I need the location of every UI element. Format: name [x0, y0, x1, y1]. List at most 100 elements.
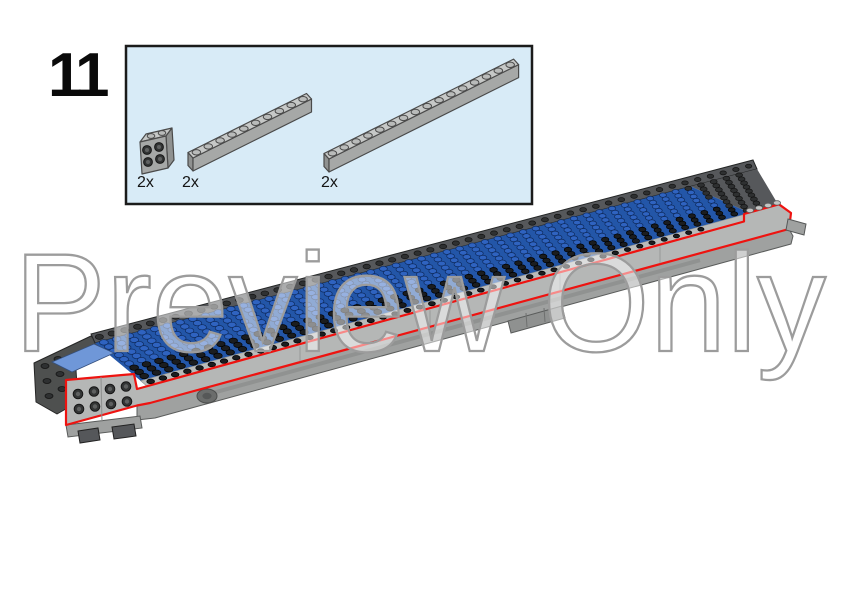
stud	[681, 224, 689, 230]
stud	[747, 192, 756, 198]
stud	[415, 304, 424, 310]
deck	[51, 169, 783, 388]
stud	[233, 341, 243, 348]
stud	[455, 281, 465, 287]
stud	[219, 329, 229, 336]
stud	[311, 325, 321, 332]
stud	[177, 335, 187, 342]
stud	[375, 260, 384, 266]
side-stud-center	[146, 160, 150, 164]
stud	[386, 274, 396, 280]
hull-pin-hole	[202, 392, 212, 400]
stud	[735, 196, 743, 201]
stud	[553, 213, 562, 219]
side-stud-center	[157, 145, 161, 149]
stud	[481, 73, 492, 80]
stud	[265, 311, 275, 318]
stud	[446, 91, 456, 98]
stud	[107, 330, 117, 337]
stud	[402, 290, 412, 297]
side-stud-center	[123, 384, 129, 389]
stud	[440, 297, 448, 303]
stud	[211, 336, 221, 343]
stud	[611, 250, 619, 256]
stud	[489, 284, 497, 290]
side-stud-center	[145, 148, 149, 152]
stud	[712, 183, 721, 189]
stud	[129, 336, 139, 343]
stud	[162, 322, 173, 329]
stud	[150, 326, 160, 333]
stud	[369, 289, 379, 295]
stud	[176, 362, 186, 369]
stud	[239, 302, 249, 309]
stud	[457, 265, 466, 272]
stud	[277, 292, 287, 299]
stud	[144, 349, 154, 356]
stud	[459, 250, 468, 256]
stud	[375, 126, 385, 133]
stud	[278, 324, 288, 331]
stud	[725, 179, 733, 185]
stud	[705, 218, 714, 224]
stud	[477, 270, 486, 277]
stud	[134, 341, 144, 348]
stud	[365, 300, 375, 307]
stud	[269, 315, 279, 322]
stud	[631, 238, 640, 244]
stud	[260, 290, 270, 297]
stud	[439, 243, 448, 250]
stud	[332, 314, 342, 321]
stud	[286, 316, 296, 323]
stud	[142, 333, 152, 340]
stud	[715, 210, 724, 216]
watermark-text: Preview Only	[14, 224, 826, 381]
stud	[94, 333, 104, 340]
stud	[398, 286, 408, 293]
stud	[648, 240, 656, 246]
stud	[195, 365, 204, 371]
stud	[315, 282, 325, 289]
stud	[366, 318, 375, 324]
stud	[709, 179, 718, 185]
stud	[339, 144, 350, 151]
stud	[209, 303, 219, 310]
stud	[740, 180, 748, 186]
stud	[604, 200, 613, 206]
stud	[251, 299, 261, 306]
stud	[306, 290, 316, 296]
stud	[433, 256, 443, 263]
stud	[356, 308, 366, 314]
stud	[307, 305, 316, 312]
stud	[256, 348, 265, 354]
stud	[336, 303, 346, 310]
stud	[219, 358, 229, 364]
stud	[582, 251, 591, 258]
stud	[722, 199, 731, 205]
stud	[243, 306, 253, 313]
stud	[196, 307, 206, 313]
stud	[436, 276, 445, 283]
stud	[428, 268, 438, 274]
stud	[369, 304, 379, 311]
stud	[707, 198, 716, 204]
stud	[253, 330, 263, 337]
stud	[116, 340, 127, 347]
stud	[357, 276, 367, 283]
stud	[319, 286, 329, 293]
stud	[502, 227, 511, 233]
stud	[484, 278, 493, 285]
stud	[443, 284, 453, 291]
stud	[558, 258, 567, 264]
side-stud-center	[107, 386, 113, 392]
stud	[328, 279, 337, 286]
stud	[773, 200, 782, 206]
stud	[377, 297, 387, 304]
stud	[344, 280, 354, 286]
stud	[164, 338, 174, 345]
stud	[262, 339, 272, 346]
stud	[298, 280, 308, 287]
stud	[156, 346, 167, 353]
stud	[285, 300, 295, 307]
side-stud-center	[108, 401, 114, 407]
